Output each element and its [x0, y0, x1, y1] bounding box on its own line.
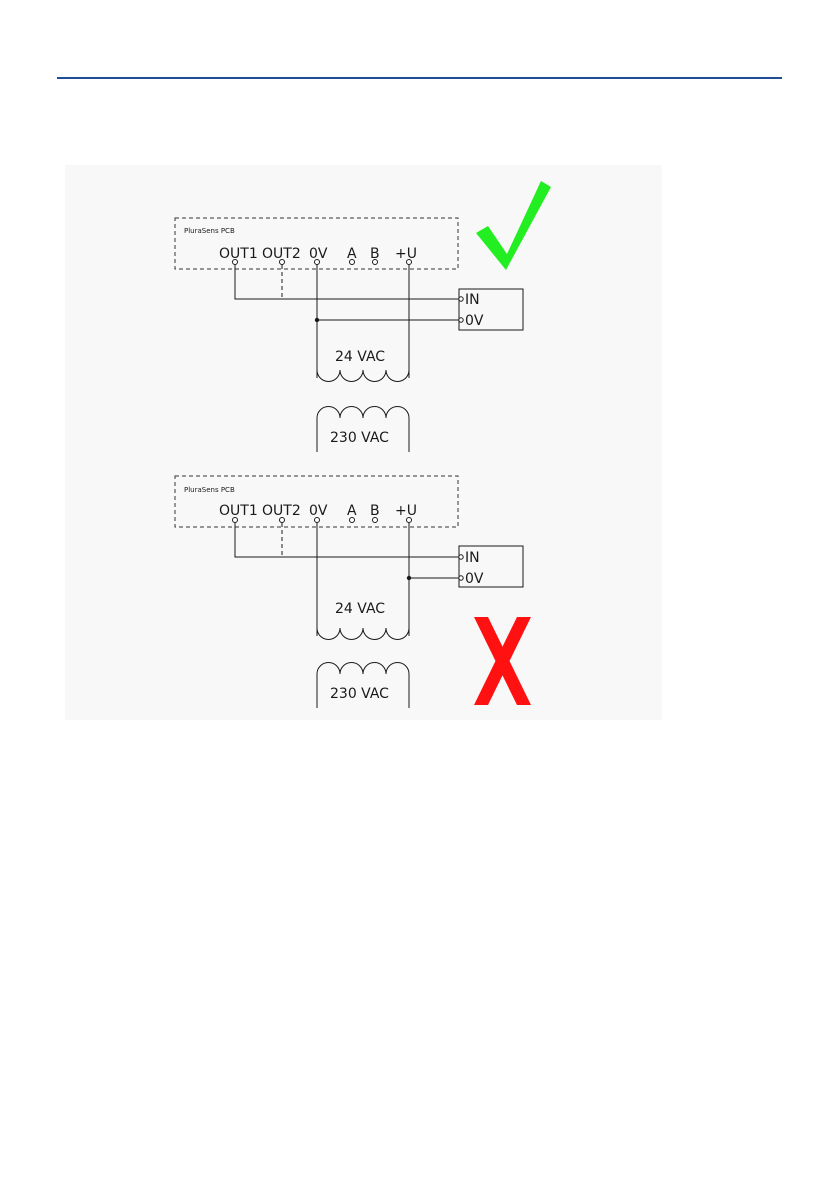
- terminal-out2-label: OUT2: [262, 503, 301, 519]
- junction-dot: [315, 318, 319, 322]
- wire-out1-in: [235, 523, 459, 557]
- diagram-wrong: PluraSens PCB OUT1 OUT2 0V A B +U IN 0V …: [175, 476, 531, 708]
- check-icon: [476, 181, 551, 270]
- terminal-out1: [233, 260, 238, 265]
- primary-label: 230 VAC: [330, 430, 389, 446]
- terminal-plus-u-label: +U: [395, 503, 417, 519]
- transformer-secondary-coil: [317, 628, 409, 640]
- device-in-terminal: [459, 555, 463, 559]
- terminal-b-label: B: [370, 503, 380, 519]
- device-0v-terminal: [459, 318, 463, 322]
- terminal-a: [350, 260, 355, 265]
- terminal-a-label: A: [347, 503, 357, 519]
- device-in-label: IN: [465, 292, 480, 308]
- cross-icon: [474, 617, 531, 705]
- terminal-plus-u: [407, 518, 412, 523]
- terminal-out1-label: OUT1: [219, 246, 258, 262]
- terminal-out2: [280, 260, 285, 265]
- secondary-label: 24 VAC: [335, 349, 385, 365]
- device-0v-terminal: [459, 576, 463, 580]
- terminal-0v: [315, 260, 320, 265]
- terminal-plus-u-label: +U: [395, 246, 417, 262]
- terminal-b: [373, 518, 378, 523]
- device-0v-label: 0V: [465, 313, 484, 329]
- terminal-out2: [280, 518, 285, 523]
- terminal-a: [350, 518, 355, 523]
- primary-label: 230 VAC: [330, 686, 389, 702]
- terminal-out1-label: OUT1: [219, 503, 258, 519]
- terminal-plus-u: [407, 260, 412, 265]
- terminal-b: [373, 260, 378, 265]
- secondary-label: 24 VAC: [335, 601, 385, 617]
- pcb-title: PluraSens PCB: [184, 227, 235, 235]
- terminal-0v: [315, 518, 320, 523]
- transformer-secondary-coil: [317, 370, 409, 382]
- terminal-out1: [233, 518, 238, 523]
- pcb-title: PluraSens PCB: [184, 486, 235, 494]
- junction-dot: [407, 576, 411, 580]
- device-0v-label: 0V: [465, 571, 484, 587]
- diagram-correct: PluraSens PCB OUT1 OUT2 0V A B +U IN 0V …: [175, 181, 551, 452]
- device-in-label: IN: [465, 550, 480, 566]
- wire-out1-in: [235, 265, 459, 299]
- terminal-0v-label: 0V: [309, 503, 328, 519]
- device-in-terminal: [459, 297, 463, 301]
